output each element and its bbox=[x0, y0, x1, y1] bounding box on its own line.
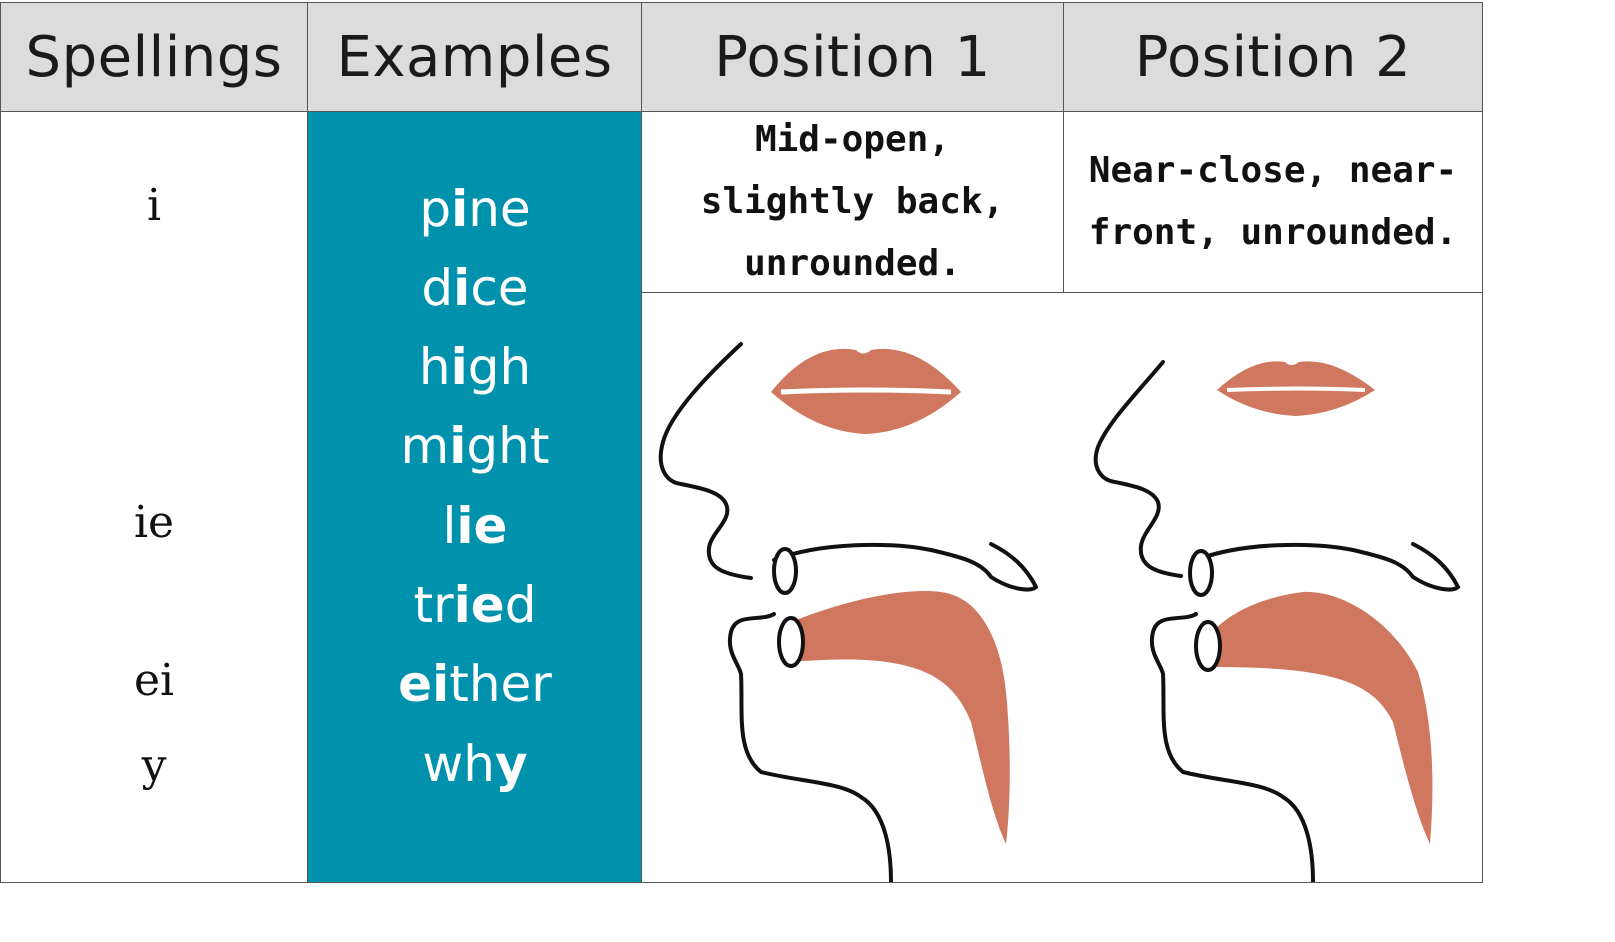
example-word: lie bbox=[442, 497, 508, 555]
diagram-cell bbox=[641, 292, 1483, 883]
spelling-ie: ie bbox=[133, 497, 175, 548]
position-1-description: Mid-open, slightly back, unrounded. bbox=[641, 111, 1064, 293]
examples-column bbox=[307, 111, 642, 883]
lips-position-1 bbox=[771, 348, 961, 434]
header-examples: Examples bbox=[307, 2, 642, 112]
lower-teeth-position-1 bbox=[777, 616, 805, 668]
lips-position-2 bbox=[1217, 361, 1375, 416]
position-2-description: Near-close, near-front, unrounded. bbox=[1063, 111, 1483, 293]
upper-teeth-position-1 bbox=[772, 547, 798, 595]
face-profile-position-1 bbox=[658, 342, 1039, 882]
tongue-position-1 bbox=[791, 591, 1010, 844]
vowel-table: Spellings Examples Position 1 Position 2… bbox=[0, 2, 1483, 883]
spelling-y: y bbox=[141, 740, 167, 791]
example-word: tried bbox=[413, 576, 537, 634]
spelling-ei: ei bbox=[133, 655, 175, 706]
example-word: pine bbox=[419, 180, 531, 238]
upper-teeth-position-2 bbox=[1188, 549, 1214, 597]
face-profile-position-2 bbox=[1093, 360, 1461, 882]
example-word: high bbox=[418, 338, 532, 396]
header-spellings: Spellings bbox=[0, 2, 308, 112]
header-position-1: Position 1 bbox=[641, 2, 1064, 112]
example-word: dice bbox=[421, 259, 529, 317]
header-position-2: Position 2 bbox=[1063, 2, 1483, 112]
example-word: either bbox=[398, 655, 552, 713]
spelling-i: i bbox=[146, 180, 162, 231]
mouth-diagram-position-1 bbox=[658, 342, 1039, 882]
example-word: might bbox=[400, 417, 550, 475]
mouth-diagram-position-2 bbox=[1093, 360, 1461, 882]
example-word: why bbox=[422, 735, 528, 793]
tongue-position-2 bbox=[1208, 591, 1433, 844]
lower-teeth-position-2 bbox=[1194, 620, 1222, 672]
